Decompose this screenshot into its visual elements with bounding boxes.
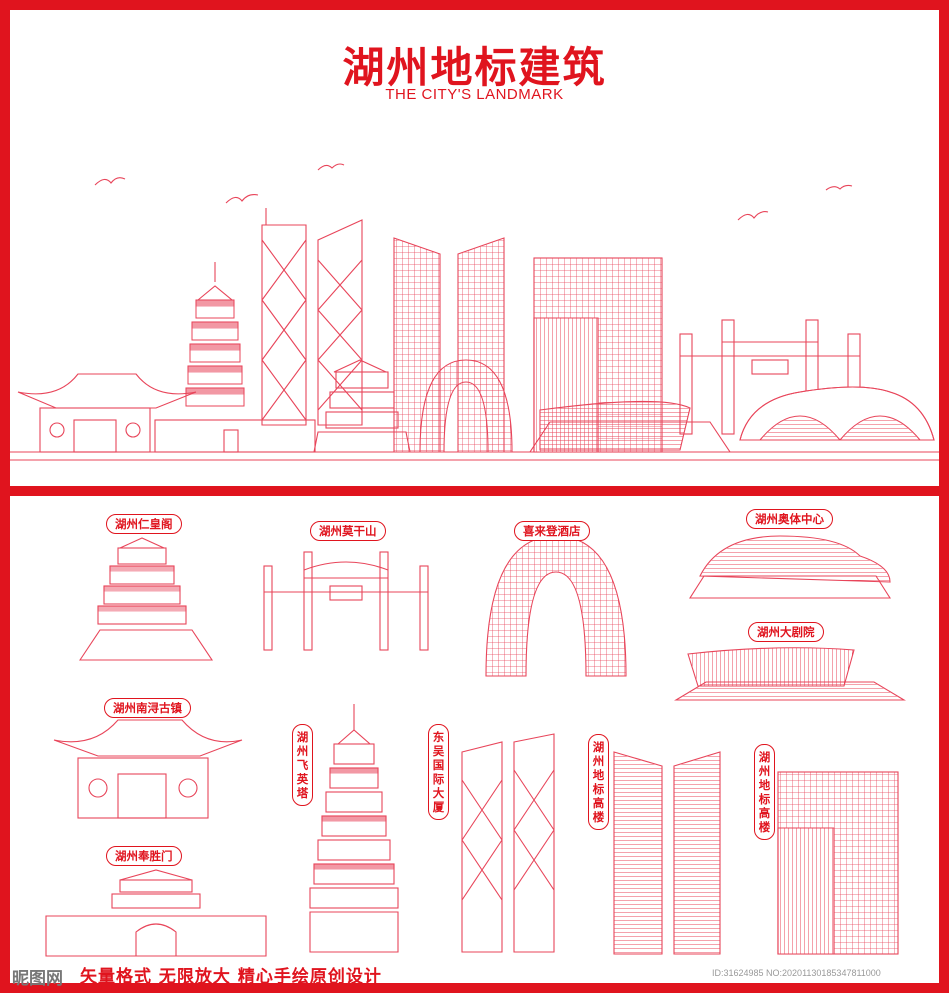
watermark-logo: 昵图网 [12, 969, 63, 989]
section-divider [0, 486, 949, 496]
label-tower2: 湖州地标高楼 [754, 744, 775, 840]
footer-text: 矢量格式 无限放大 精心手绘原创设计 [80, 967, 382, 987]
label-fengsheng: 湖州奉胜门 [106, 846, 182, 866]
page-title: 湖州地标建筑 [342, 43, 607, 92]
label-feiying: 湖州飞英塔 [292, 724, 313, 806]
bird-icon [94, 177, 126, 186]
label-dongwu: 东吴国际大厦 [428, 724, 449, 820]
label-theater: 湖州大剧院 [748, 622, 824, 642]
watermark-id: ID:31624985 NO:20201130185347811000 [712, 968, 881, 978]
label-olympic: 湖州奥体中心 [746, 509, 833, 529]
label-tower1: 湖州地标高楼 [588, 734, 609, 830]
label-sheraton: 喜来登酒店 [514, 521, 590, 541]
label-nanxun: 湖州南浔古镇 [104, 698, 191, 718]
footer-english: VECTOR FORMAT IN ELABORATE HAND-DRAWN OR… [26, 985, 279, 992]
page-subtitle: THE CITY'S LANDMARK [385, 86, 564, 103]
label-moganshan: 湖州莫干山 [310, 521, 386, 541]
label-renhuang: 湖州仁皇阁 [106, 514, 182, 534]
